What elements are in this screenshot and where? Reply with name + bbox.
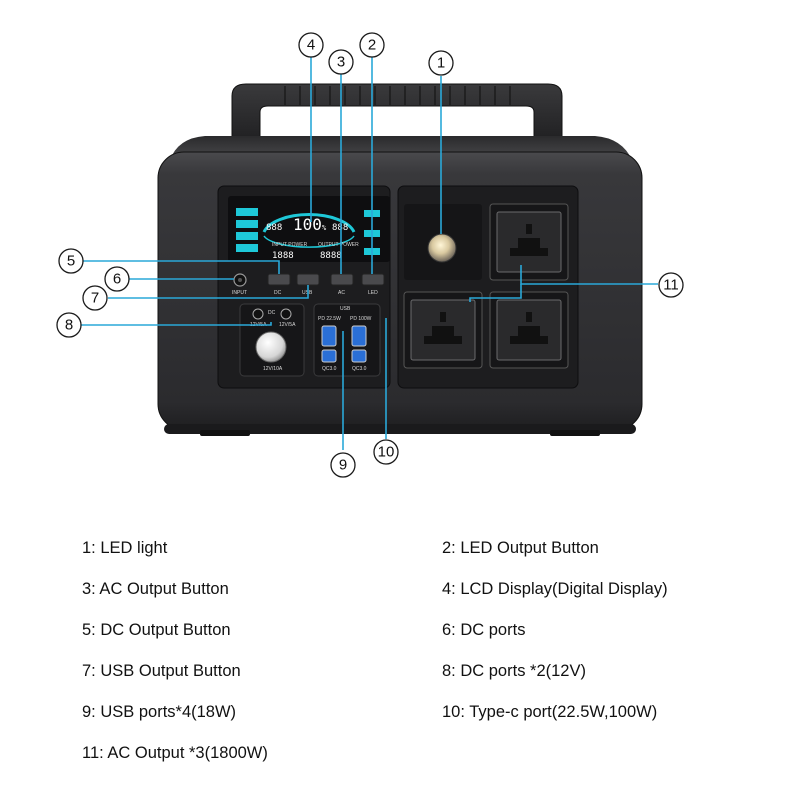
callout-7: 7: [82, 285, 108, 311]
svg-text:6: 6: [113, 271, 121, 288]
dc-port-left[interactable]: [252, 308, 264, 320]
car-socket[interactable]: [255, 331, 287, 363]
callout-lines: [81, 56, 658, 450]
callout-6: 6: [104, 266, 130, 292]
ac-outlet-3[interactable]: [489, 291, 569, 369]
usb-port-3[interactable]: [321, 349, 337, 363]
svg-text:4: 4: [307, 37, 315, 54]
lcd-output-label: OUTPUT POWER: [318, 242, 359, 248]
callout-2: 2: [359, 32, 385, 58]
usb-port-box: USB PD 22.5W PD 100W QC3.0 QC3.0: [313, 303, 381, 377]
legend-item-11: 11: AC Output *3(1800W): [82, 744, 268, 762]
legend: 1: LED light 2: LED Output Button 3: AC …: [0, 525, 800, 795]
legend-item-4: 4: LCD Display(Digital Display): [442, 580, 668, 598]
svg-text:3: 3: [337, 54, 345, 71]
lcd-input-digits: 1888: [272, 251, 294, 261]
lcd-percent-unit: %: [322, 224, 327, 232]
svg-text:10: 10: [378, 444, 395, 461]
led-output-button[interactable]: [361, 273, 385, 286]
typec-label-1: PD 22.5W: [318, 316, 341, 322]
usb-port-4[interactable]: [351, 349, 367, 363]
legend-item-10: 10: Type-c port(22.5W,100W): [442, 703, 658, 721]
legend-item-7: 7: USB Output Button: [82, 662, 241, 680]
power-station-diagram: 100 % 888 888 INPUT POWER OUTPUT POWER 1…: [56, 32, 684, 478]
svg-text:11: 11: [663, 277, 679, 294]
ac-panel: [397, 185, 579, 389]
legend-item-3: 3: AC Output Button: [82, 580, 229, 598]
ac-outlet-2[interactable]: [403, 291, 483, 369]
usb-port-1[interactable]: [321, 325, 337, 347]
ac-button-label: AC: [338, 290, 345, 296]
lcd-output-digits: 8888: [320, 251, 342, 261]
car-socket-label: 12V/10A: [263, 366, 283, 372]
lcd-display: 100 % 888 888 INPUT POWER OUTPUT POWER 1…: [228, 196, 390, 262]
typec-label-2: PD 100W: [350, 316, 372, 322]
usb-port-2[interactable]: [351, 325, 367, 347]
dc-button-label: DC: [274, 290, 282, 296]
qc-label-2: QC3.0: [352, 366, 367, 372]
svg-text:1: 1: [437, 55, 445, 72]
led-button-label: LED: [368, 290, 378, 296]
ac-outlet-1[interactable]: [489, 203, 569, 281]
dc-port-right[interactable]: [280, 308, 292, 320]
legend-item-6: 6: DC ports: [442, 621, 526, 639]
legend-item-8: 8: DC ports *2(12V): [442, 662, 586, 680]
dc-port-label: DC: [268, 310, 276, 316]
callout-8: 8: [56, 312, 82, 338]
lcd-left-digits: 888: [266, 223, 282, 233]
ac-output-button[interactable]: [330, 273, 354, 286]
usb-output-button[interactable]: [296, 273, 320, 286]
svg-text:5: 5: [67, 253, 75, 270]
legend-item-5: 5: DC Output Button: [82, 621, 231, 639]
led-light[interactable]: [427, 233, 457, 263]
callout-9: 9: [330, 452, 356, 478]
callout-1: 1: [428, 50, 454, 76]
dc-port-box: DC 12V/5A 12V/5A 12V/10A: [239, 303, 305, 377]
lcd-right-digits: 888: [332, 223, 348, 233]
dc-output-button[interactable]: [267, 273, 291, 286]
svg-text:7: 7: [91, 290, 99, 307]
input-port-label: INPUT: [232, 290, 247, 296]
svg-text:8: 8: [65, 317, 73, 334]
lcd-percent: 100: [293, 215, 322, 234]
callout-10: 10: [373, 439, 399, 465]
callout-markers: 1 2 3 4 5 6 7 8 9 10 11: [56, 32, 684, 478]
callout-5: 5: [58, 248, 84, 274]
legend-item-1: 1: LED light: [82, 539, 168, 557]
callout-11: 11: [658, 272, 684, 298]
svg-text:9: 9: [339, 457, 347, 474]
qc-label-1: QC3.0: [322, 366, 337, 372]
dc-port-sub2: 12V/5A: [279, 322, 296, 328]
svg-text:2: 2: [368, 37, 376, 54]
legend-item-2: 2: LED Output Button: [442, 539, 599, 557]
legend-item-9: 9: USB ports*4(18W): [82, 703, 237, 721]
callout-3: 3: [328, 49, 354, 75]
usb-box-label: USB: [340, 306, 351, 312]
callout-4: 4: [298, 32, 324, 58]
lcd-input-label: INPUT POWER: [272, 242, 308, 248]
